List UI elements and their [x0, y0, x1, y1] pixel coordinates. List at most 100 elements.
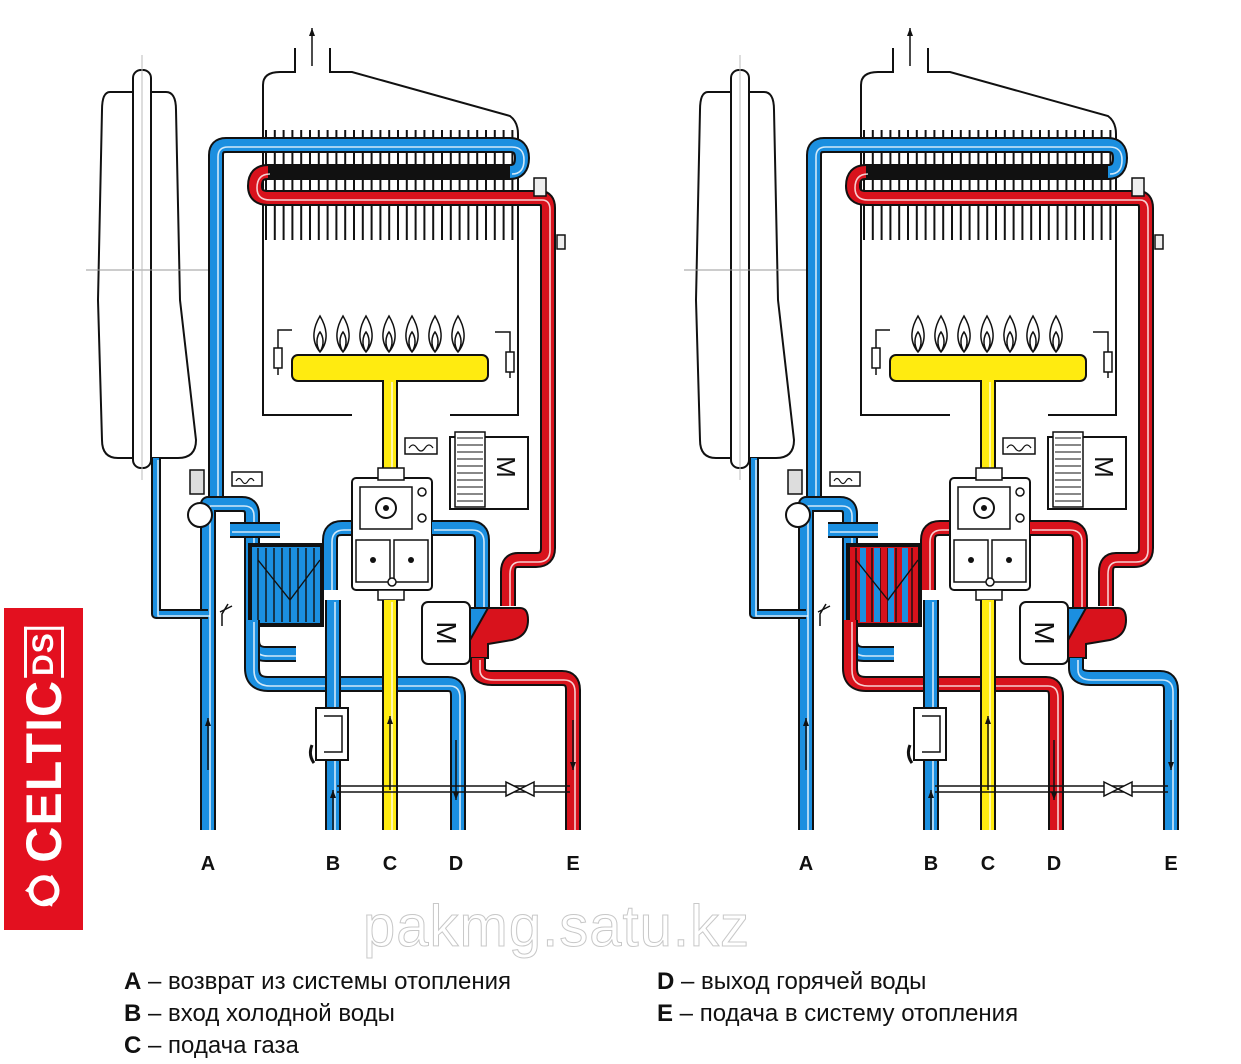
bypass-valve-left [505, 780, 522, 798]
bypass-valve-right [1116, 780, 1133, 798]
legend-key: C [124, 1032, 142, 1059]
flame-icon [428, 314, 442, 354]
burner-manifold [889, 354, 1087, 382]
ionization-electrode-tip [1103, 351, 1113, 373]
return-pipe-a-highlight [807, 505, 896, 832]
legend-item-b: B – вход холодной воды [124, 998, 511, 1030]
valve-to-diverter-pipe-outline [1030, 520, 1088, 610]
diverter-port-hot [1067, 607, 1128, 659]
air-vent-cap [189, 469, 205, 495]
bypass-valve-left [1103, 780, 1120, 798]
legend-key: E [657, 1000, 674, 1027]
brand-suffix: DS [23, 627, 64, 678]
flow-arrow-b-head [928, 790, 934, 798]
flow-arrow-c-head [985, 716, 991, 724]
plate-chevron [257, 559, 321, 602]
pressure-tap [1015, 513, 1025, 523]
flame-icon [451, 314, 465, 354]
three-way-diverter-valve [469, 607, 530, 659]
safety-valve-icon [219, 603, 233, 626]
heating-supply-pipe-e-highlight [1077, 660, 1174, 832]
plate-heat-exchanger [846, 543, 922, 627]
solenoid-1-pin [370, 557, 376, 563]
port-label-c: C [981, 853, 995, 875]
fan-assembly: M [1002, 431, 1127, 510]
flow-arrow-d-head [1051, 792, 1057, 800]
port-label-d: D [1047, 853, 1061, 875]
recycle-arrows-icon [24, 874, 59, 907]
pressure-tap [417, 487, 427, 497]
gas-valve-outlet-collar [377, 589, 405, 601]
flame-icon [359, 314, 373, 354]
flame-icon [313, 314, 327, 354]
primary-return-pipe-highlight [217, 146, 525, 502]
legend-item-d: D – выход горячей воды [657, 966, 1018, 998]
fan-motor-label: M [1089, 456, 1119, 478]
valve-to-diverter-pipe-outline [432, 520, 490, 610]
legend-item-a: A – возврат из системы отопления [124, 966, 511, 998]
plate-to-valve-pipe [324, 522, 352, 590]
overheat-thermostat [1131, 177, 1145, 197]
safety-valve-icon [817, 603, 831, 626]
water-pressure-switch [829, 471, 861, 487]
diverter-port-hot [469, 607, 530, 659]
plate-cold-channel [874, 548, 880, 622]
flame-icon [957, 314, 971, 354]
solenoid-2-pin [1006, 557, 1012, 563]
primary-flow-pipe-highlight [256, 173, 551, 608]
hot-water-outlet-pipe-d [844, 620, 1062, 830]
automatic-air-vent [785, 502, 811, 528]
three-way-diverter-valve [1067, 607, 1128, 659]
primary-flow-pipe-highlight [854, 173, 1149, 608]
water-pressure-switch [231, 471, 263, 487]
primary-return-pipe [210, 139, 528, 500]
plate-to-valve-pipe-highlight [929, 529, 952, 592]
hot-water-outlet-pipe-d-highlight [851, 622, 1059, 832]
gas-valve [949, 467, 1031, 601]
heating-supply-pipe-e [472, 658, 579, 830]
hood-outline [860, 48, 1117, 416]
port-label-b: B [326, 853, 340, 875]
hot-water-outlet-pipe-d [246, 620, 464, 830]
fan-motor-label: M [491, 456, 521, 478]
port-label-e: E [566, 853, 579, 875]
port-label-c: C [383, 853, 397, 875]
gas-valve [351, 467, 433, 601]
hot-water-outlet-pipe-d-highlight [253, 622, 461, 832]
legend-text: – возврат из системы отопления [141, 968, 512, 995]
celtic-ds-brand-banner: CELTIC DS [4, 608, 83, 930]
flow-arrow-e-head [570, 762, 576, 770]
temperature-probe [556, 234, 566, 250]
motor-label: M [431, 621, 462, 644]
port-label-b: B [924, 853, 938, 875]
expansion-tank [86, 55, 212, 480]
fan-impeller [1052, 431, 1084, 508]
heating-supply-pipe-e [1070, 658, 1177, 830]
expansion-tank-line [153, 458, 208, 617]
flame-icon [911, 314, 925, 354]
flow-sensor-cable [906, 744, 914, 764]
overheat-thermostat [533, 177, 547, 197]
pressure-tap [417, 513, 427, 523]
flue-exhaust-arrow-head [907, 28, 913, 36]
burner [273, 314, 515, 382]
temperature-probe [1154, 234, 1164, 250]
flow-sensor [308, 707, 349, 764]
brand-name: CELTIC [15, 679, 72, 863]
gas-valve-outlet-screw [387, 577, 397, 587]
plate-to-valve-pipe [922, 522, 950, 590]
flame-icon [405, 314, 419, 354]
pressure-switch-wave [1006, 444, 1032, 452]
flame-icon [1026, 314, 1040, 354]
expansion-tank-line-highlight [157, 460, 210, 617]
brand-logo: CELTIC DS [15, 627, 73, 911]
port-label-d: D [449, 853, 463, 875]
ionization-electrode-tip [505, 351, 515, 373]
legend-text: – подача в систему отопления [673, 1000, 1019, 1027]
gas-valve-outlet-screw [985, 577, 995, 587]
watermark: pakmg.satu.kz [363, 894, 750, 960]
solenoid-1-pin [968, 557, 974, 563]
